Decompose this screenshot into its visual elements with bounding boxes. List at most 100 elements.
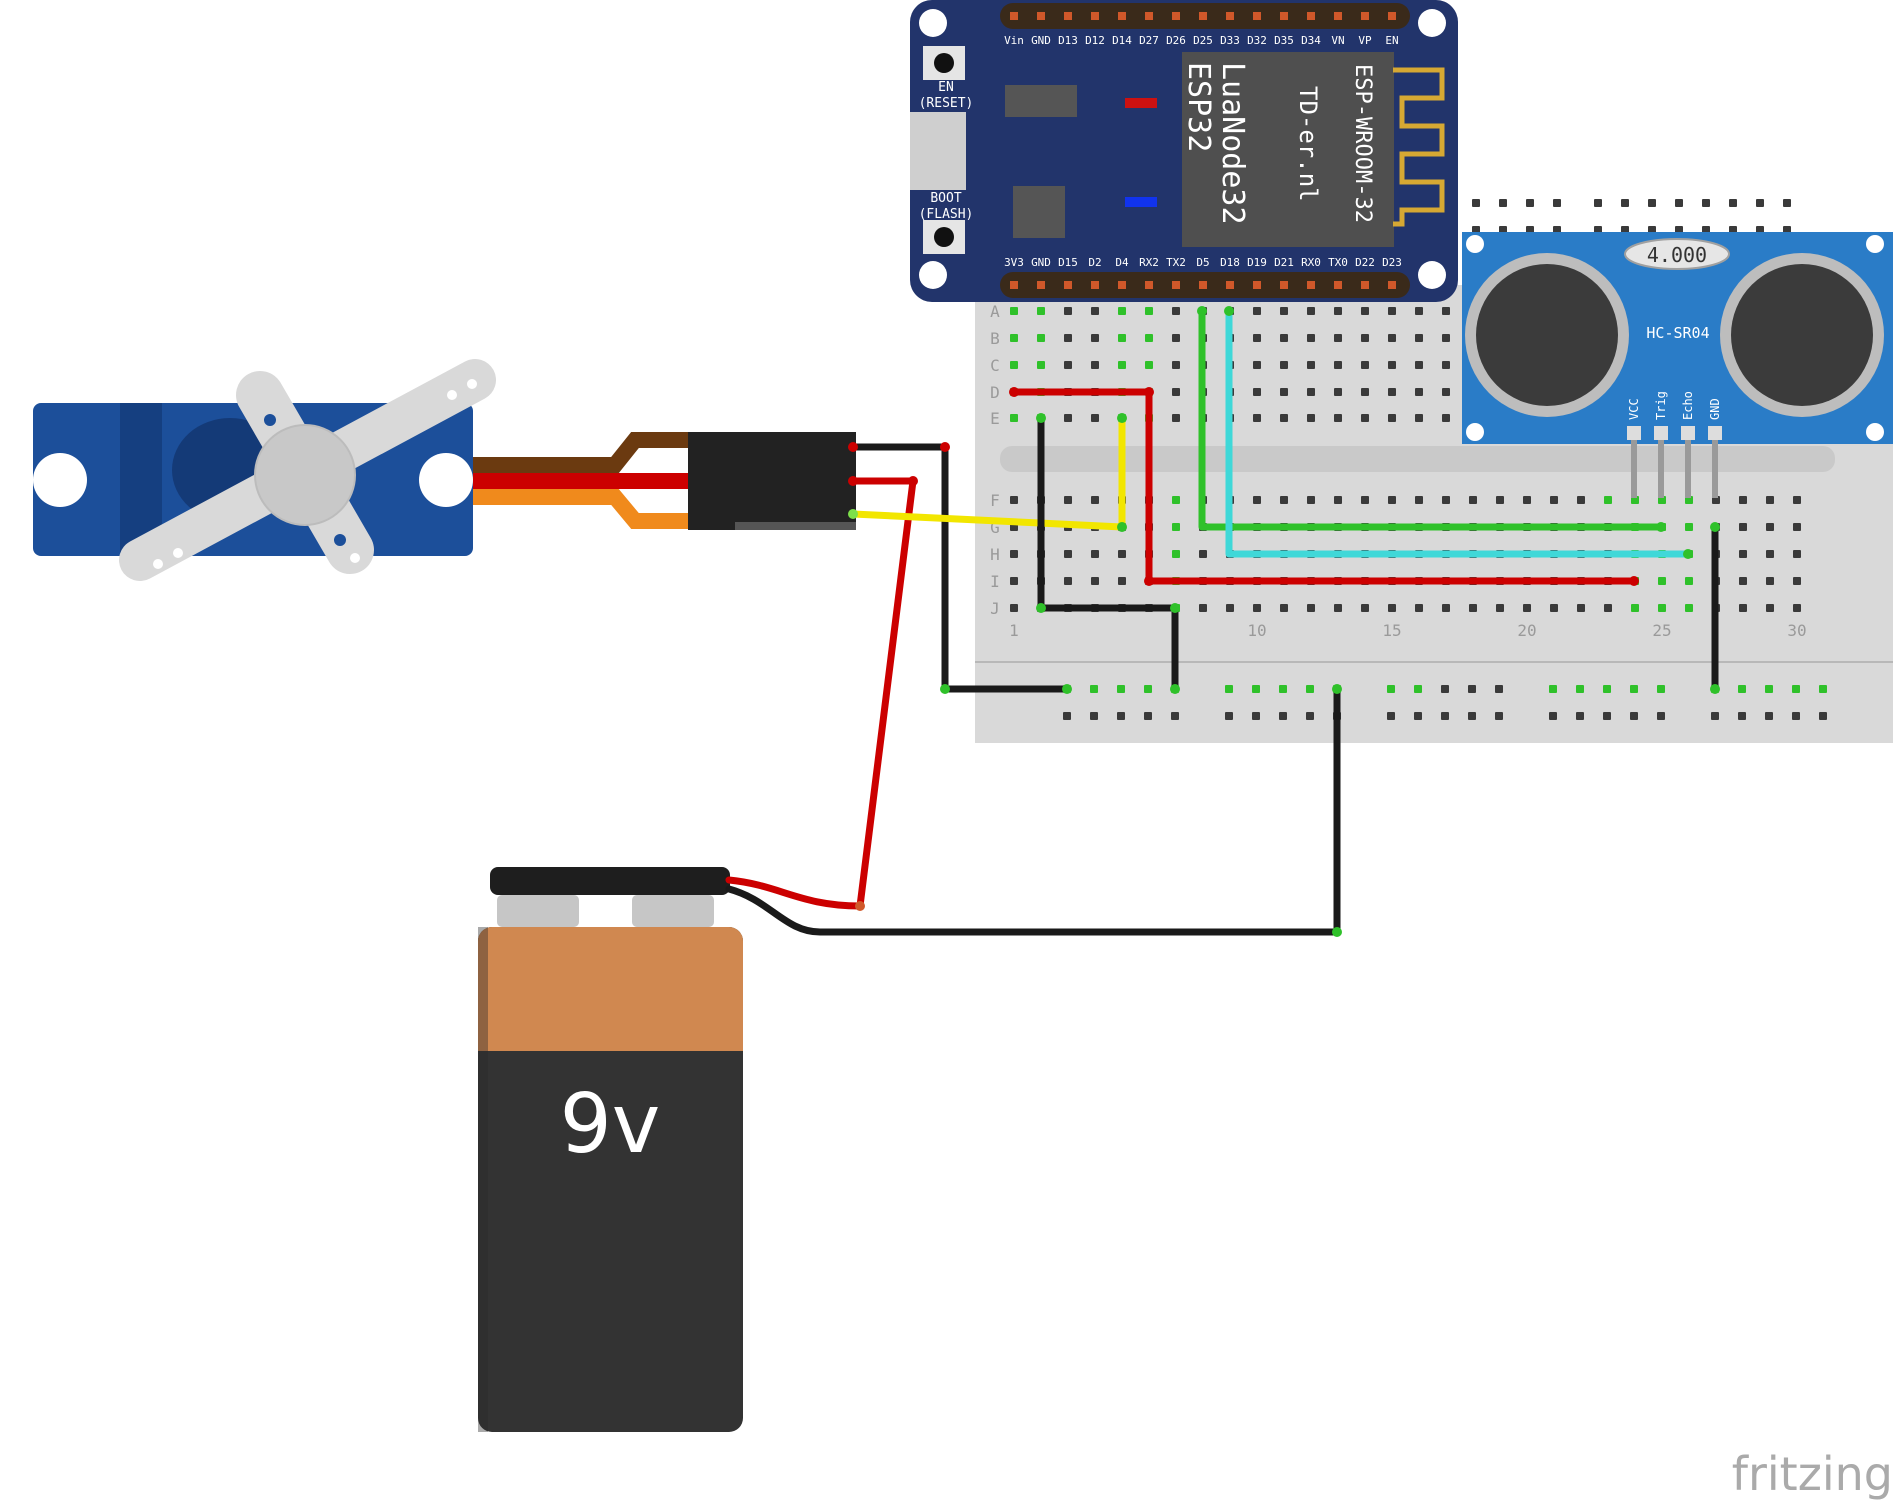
breadboard-hole (1523, 604, 1531, 612)
power-rail-hole (1603, 712, 1611, 720)
column-number: 1 (1009, 621, 1019, 640)
power-rail-hole (1225, 712, 1233, 720)
esp32-bottom-pin-label: D15 (1058, 256, 1078, 269)
en-reset-button-cap (934, 53, 954, 73)
breadboard-hole (1091, 496, 1099, 504)
power-rail-hole (1441, 685, 1449, 693)
power-rail-hole (1576, 712, 1584, 720)
reset-label: (RESET) (919, 96, 974, 111)
power-rail-hole (1279, 685, 1287, 693)
column-number: 10 (1247, 621, 1266, 640)
wire-endpoint (1197, 306, 1207, 316)
module-line-2: TD-er.nl (1294, 86, 1322, 202)
breadboard-hole (1793, 577, 1801, 585)
breadboard-hole (1010, 604, 1018, 612)
breadboard-hole (1756, 199, 1764, 207)
esp32-pin-pad (1307, 281, 1315, 289)
breadboard-hole (1253, 388, 1261, 396)
wire-endpoint (848, 476, 858, 486)
breadboard-hole (1010, 361, 1018, 369)
power-rail-hole (1630, 685, 1638, 693)
breadboard-hole (1550, 604, 1558, 612)
power-rail-hole (1090, 685, 1098, 693)
esp32-pin-pad (1361, 281, 1369, 289)
power-rail-hole (1495, 712, 1503, 720)
esp32-pin-pad (1064, 12, 1072, 20)
column-number: 30 (1787, 621, 1806, 640)
sensor-pin-header (1708, 426, 1722, 440)
breadboard-hole (1685, 604, 1693, 612)
servo-wire-orange (470, 489, 690, 529)
breadboard-hole (1253, 307, 1261, 315)
power-rail-hole (1225, 685, 1233, 693)
esp32-pin-pad (1118, 281, 1126, 289)
breadboard-hole (1118, 577, 1126, 585)
breadboard-hole (1307, 388, 1315, 396)
power-rail-hole (1468, 712, 1476, 720)
esp32-pin-pad (1253, 12, 1261, 20)
row-letter-h: H (990, 545, 1000, 564)
wifi-antenna-trace (1393, 67, 1445, 227)
breadboard-hole (1010, 414, 1018, 422)
esp32-top-pin-label: EN (1385, 34, 1398, 47)
wire-endpoint (1710, 522, 1720, 532)
breadboard-hole (1307, 496, 1315, 504)
wire-endpoint (1629, 576, 1639, 586)
module-line-1: ESP-WROOM-32 (1350, 64, 1375, 223)
servo-horn-screw (334, 534, 346, 546)
esp32-mount-hole (1418, 9, 1446, 37)
breadboard-hole (1766, 604, 1774, 612)
breadboard-hole (1172, 550, 1180, 558)
esp32-pin-pad (1145, 12, 1153, 20)
power-rail-hole (1657, 712, 1665, 720)
esp32-pin-pad (1172, 281, 1180, 289)
sensor-pin-label-echo: Echo (1681, 391, 1695, 420)
breadboard-hole (1010, 496, 1018, 504)
esp32-bottom-pin-label: RX2 (1139, 256, 1159, 269)
breadboard-hole (1496, 604, 1504, 612)
esp32-pin-pad (1037, 281, 1045, 289)
breadboard-hole (1064, 361, 1072, 369)
breadboard-hole (1172, 496, 1180, 504)
usb-connector (910, 112, 966, 190)
esp32-pin-pad (1172, 12, 1180, 20)
breadboard-hole (1172, 388, 1180, 396)
esp32-pin-pad (1091, 12, 1099, 20)
esp32-pin-pad (1307, 12, 1315, 20)
breadboard-hole (1648, 199, 1656, 207)
esp32-pin-pad (1388, 12, 1396, 20)
power-rail-hole (1738, 685, 1746, 693)
wire-endpoint (1036, 603, 1046, 613)
wire-endpoint (1170, 603, 1180, 613)
power-rail-hole (1414, 712, 1422, 720)
power-rail-hole (1171, 712, 1179, 720)
servo-horn-hole (467, 379, 477, 389)
breadboard-hole (1388, 604, 1396, 612)
flash-label: (FLASH) (919, 207, 974, 222)
breadboard-hole (1793, 523, 1801, 531)
sensor-mount-hole (1466, 235, 1484, 253)
breadboard-hole (1739, 604, 1747, 612)
battery-9v: 9v (478, 867, 743, 1432)
breadboard-hole (1307, 334, 1315, 342)
esp32-top-pin-label: D26 (1166, 34, 1186, 47)
breadboard-hole (1766, 496, 1774, 504)
power-rail-hole (1387, 712, 1395, 720)
module-line-4: ESP32 (1181, 62, 1216, 152)
row-letter-c: C (990, 356, 1000, 375)
wire-trig (1198, 307, 1665, 531)
breadboard-hole (1091, 414, 1099, 422)
sensor-pin-leg (1658, 440, 1664, 498)
wire-endpoint (1224, 306, 1234, 316)
sensor-crystal-label: 4.000 (1647, 243, 1707, 267)
power-rail-hole (1792, 685, 1800, 693)
esp32-pin-pad (1091, 281, 1099, 289)
esp32-top-pin-label: D25 (1193, 34, 1213, 47)
battery-top-band (478, 927, 743, 1051)
breadboard-hole (1064, 577, 1072, 585)
esp32-mount-hole (919, 261, 947, 289)
servo-horn-hole (153, 559, 163, 569)
breadboard-hole (1172, 523, 1180, 531)
sensor-pin-label-gnd: GND (1708, 398, 1722, 420)
